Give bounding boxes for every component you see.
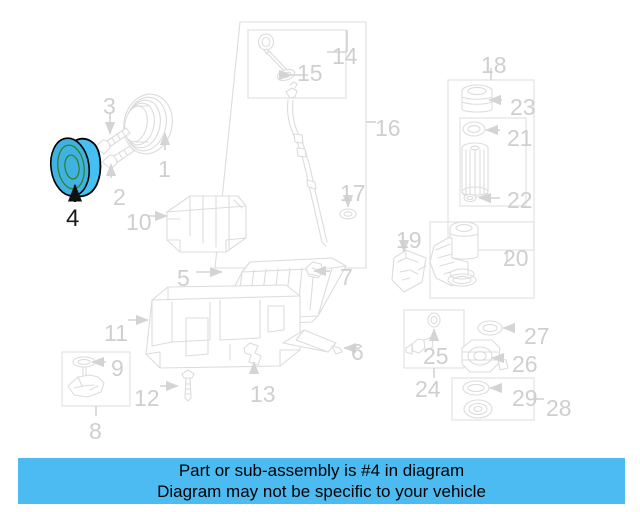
- callout-label-6: 6: [351, 339, 364, 365]
- banner-line-2: Diagram may not be specific to your vehi…: [157, 482, 486, 501]
- banner-line-1: Part or sub-assembly is #4 in diagram: [178, 461, 465, 480]
- callout-label-12: 12: [134, 385, 160, 411]
- callout-label-21: 21: [507, 125, 533, 151]
- callout-label-8: 8: [89, 418, 102, 444]
- oil-pump-assembly: [61, 351, 131, 416]
- callout-label-28: 28: [546, 395, 572, 421]
- dipstick-handle: [257, 33, 289, 74]
- oil-cooler: [461, 320, 515, 373]
- callout-label-27: 27: [524, 323, 550, 349]
- callout-label-29: 29: [512, 385, 538, 411]
- oil-filter-housing-body: [429, 221, 479, 287]
- dipstick-tube-bracket: [243, 342, 262, 374]
- callout-label-20: 20: [503, 245, 529, 271]
- dipstick-tube: [285, 81, 328, 247]
- callout-label-17: 17: [340, 180, 366, 206]
- dipstick-group: [214, 21, 376, 269]
- callout-label-16: 16: [375, 115, 401, 141]
- callout-label-26: 26: [512, 351, 538, 377]
- callout-label-19: 19: [396, 227, 422, 253]
- callout-label-24: 24: [415, 376, 441, 402]
- callout-label-18: 18: [481, 52, 507, 78]
- callout-label-13: 13: [250, 381, 276, 407]
- callout-label-1: 1: [158, 156, 171, 182]
- callout-label-2: 2: [113, 184, 126, 210]
- callout-label-10: 10: [126, 209, 152, 235]
- callout-label-9: 9: [111, 355, 124, 381]
- oil-cooler-gasket: [391, 240, 427, 293]
- callout-label-3: 3: [103, 93, 116, 119]
- lower-oil-pan: [128, 284, 301, 369]
- oil-filter-element: [461, 142, 489, 198]
- callout-label-15: 15: [297, 60, 323, 86]
- callout-label-25: 25: [423, 343, 449, 369]
- callout-label-5: 5: [177, 265, 190, 291]
- crank-pulley-group: [49, 93, 173, 202]
- oil-pressure-switch-kit: [403, 309, 465, 378]
- callout-label-14: 14: [332, 43, 358, 69]
- info-banner: Part or sub-assembly is #4 in diagram Di…: [18, 458, 625, 504]
- callout-label-11: 11: [104, 320, 128, 346]
- drain-plug: [305, 261, 330, 279]
- callout-label-7: 7: [340, 264, 353, 290]
- sealant-tube: [282, 329, 360, 355]
- callout-label-23: 23: [510, 94, 536, 120]
- oil-filter-housing-group: [429, 68, 535, 299]
- pulley-bolt-long: [94, 127, 131, 155]
- callout-label-4: 4: [66, 205, 80, 232]
- crankshaft-pulley-hub-highlighted: [49, 137, 102, 198]
- oil-filter-cap: [461, 84, 493, 113]
- oil-filter-adapter-kit: [451, 377, 544, 421]
- oil-pan-bolt: [160, 369, 195, 402]
- callout-label-22: 22: [507, 187, 533, 213]
- oil-baffle: [148, 195, 247, 253]
